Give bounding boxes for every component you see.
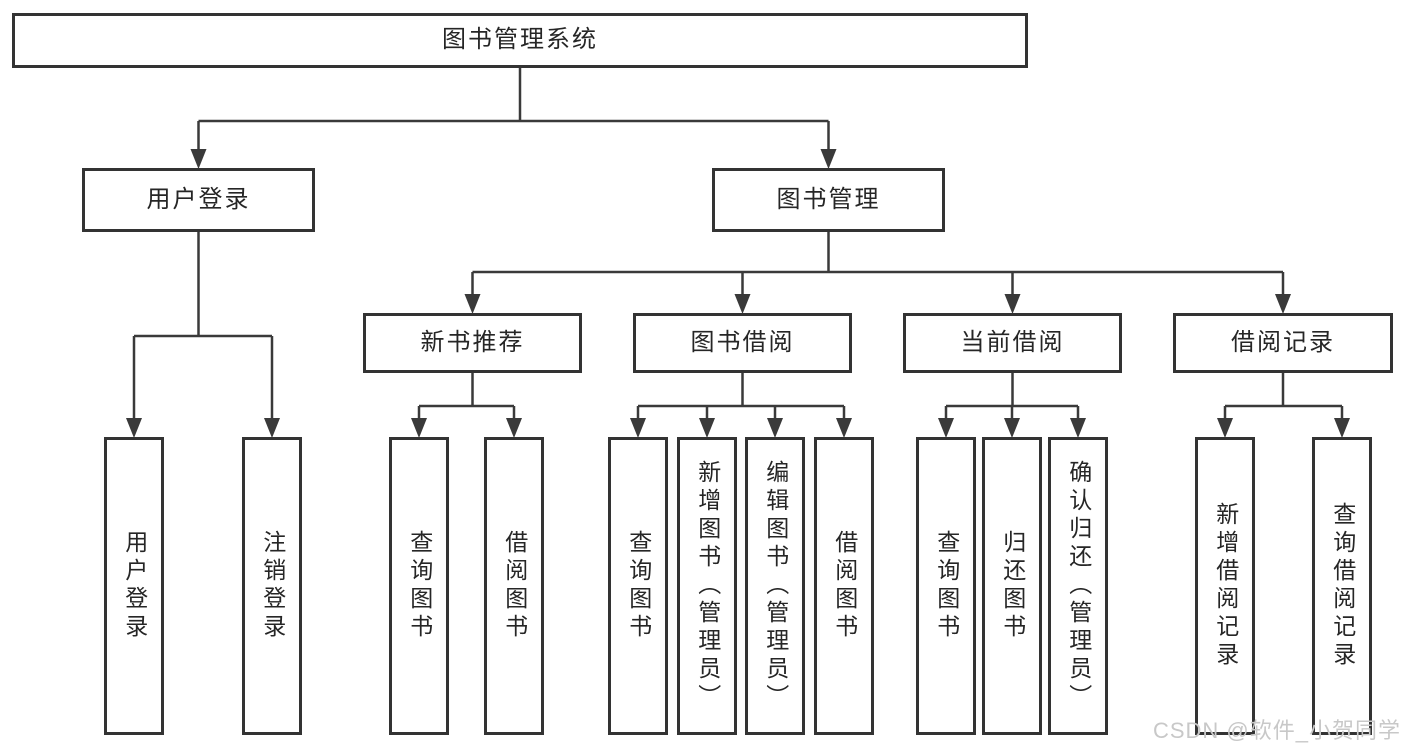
arrowhead-icon <box>630 418 646 438</box>
arrowhead-icon <box>464 294 481 314</box>
node-add-books-admin: 新增图书（管理员） <box>677 437 737 735</box>
node-label: 新书推荐 <box>420 328 525 356</box>
node-label: 用户登录 <box>146 185 251 213</box>
node-edit-books-admin: 编辑图书（管理员） <box>745 437 805 735</box>
node-user-login-group: 用户登录 <box>82 168 315 232</box>
arrowhead-icon <box>938 418 954 438</box>
node-label: 查询图书 <box>406 530 433 642</box>
node-label: 借阅图书 <box>501 530 528 642</box>
node-logout: 注销登录 <box>242 437 302 735</box>
arrowhead-icon <box>190 149 207 169</box>
node-borrow-records: 借阅记录 <box>1173 313 1393 373</box>
arrowhead-icon <box>820 149 837 169</box>
node-label: 新增图书（管理员） <box>694 460 721 712</box>
node-root: 图书管理系统 <box>12 13 1028 68</box>
arrowhead-icon <box>264 418 280 438</box>
node-user-login: 用户登录 <box>104 437 164 735</box>
node-book-mgmt: 图书管理 <box>712 168 945 232</box>
node-label: 归还图书 <box>999 530 1026 642</box>
arrowhead-icon <box>411 418 427 438</box>
arrowhead-icon <box>1070 418 1086 438</box>
watermark: CSDN @软件_小贺同学 <box>1152 718 1401 743</box>
node-query-borrow-record: 查询借阅记录 <box>1312 437 1372 735</box>
node-query-books-2: 查询图书 <box>608 437 668 735</box>
node-label: 当前借阅 <box>960 328 1065 356</box>
node-label: 查询借阅记录 <box>1329 502 1356 670</box>
node-label: 编辑图书（管理员） <box>762 460 789 712</box>
arrowhead-icon <box>1217 418 1233 438</box>
arrowhead-icon <box>126 418 142 438</box>
arrowhead-icon <box>734 294 751 314</box>
arrowhead-icon <box>1275 294 1291 314</box>
node-new-book-rec: 新书推荐 <box>363 313 582 373</box>
node-label: 新增借阅记录 <box>1212 502 1239 670</box>
arrowhead-icon <box>506 418 522 438</box>
node-query-books-1: 查询图书 <box>389 437 449 735</box>
node-label: 图书管理 <box>776 185 881 213</box>
node-label: 查询图书 <box>933 530 960 642</box>
arrowhead-icon <box>836 418 852 438</box>
node-label: 确认归还（管理员） <box>1065 460 1092 712</box>
node-label: 图书管理系统 <box>442 26 598 54</box>
arrowhead-icon <box>699 418 715 438</box>
node-query-books-3: 查询图书 <box>916 437 976 735</box>
node-current-borrow: 当前借阅 <box>903 313 1122 373</box>
node-label: 借阅图书 <box>831 530 858 642</box>
node-label: 用户登录 <box>121 530 148 642</box>
node-label: 注销登录 <box>259 530 286 642</box>
arrowhead-icon <box>1004 294 1021 314</box>
node-borrow-books-2: 借阅图书 <box>814 437 874 735</box>
node-add-borrow-record: 新增借阅记录 <box>1195 437 1255 735</box>
node-book-borrow: 图书借阅 <box>633 313 852 373</box>
arrowhead-icon <box>1334 418 1350 438</box>
arrowhead-icon <box>767 418 783 438</box>
node-borrow-books-1: 借阅图书 <box>484 437 544 735</box>
arrowhead-icon <box>1004 418 1020 438</box>
node-label: 借阅记录 <box>1231 328 1335 356</box>
node-label: 图书借阅 <box>690 328 795 356</box>
node-label: 查询图书 <box>625 530 652 642</box>
node-confirm-return-admin: 确认归还（管理员） <box>1048 437 1108 735</box>
node-return-books: 归还图书 <box>982 437 1042 735</box>
connector-path <box>132 68 1344 421</box>
